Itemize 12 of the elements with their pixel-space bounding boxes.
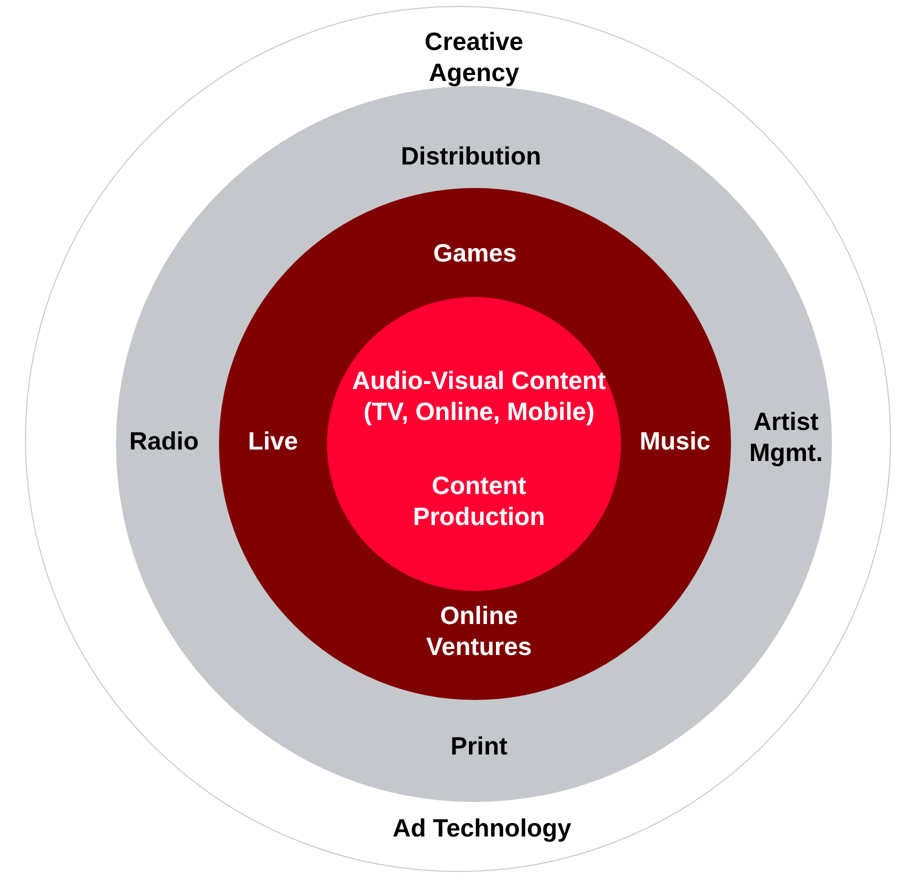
ring-label: Games <box>432 238 518 270</box>
ring-label: Music <box>638 426 712 458</box>
ring-label: Artist Mgmt. <box>748 407 824 469</box>
ring-label: Radio <box>128 426 200 458</box>
ring-label: Audio-Visual Content (TV, Online, Mobile) <box>351 366 607 428</box>
ring-label: Distribution <box>400 142 542 172</box>
ring-label: Live <box>246 426 300 458</box>
ring-label: Creative Agency <box>424 27 524 89</box>
ring-label: Ad Technology <box>392 814 572 844</box>
ring-label: Print <box>450 732 508 762</box>
ring-label: Content Production <box>412 471 546 533</box>
ring-label: Online Ventures <box>425 601 533 663</box>
